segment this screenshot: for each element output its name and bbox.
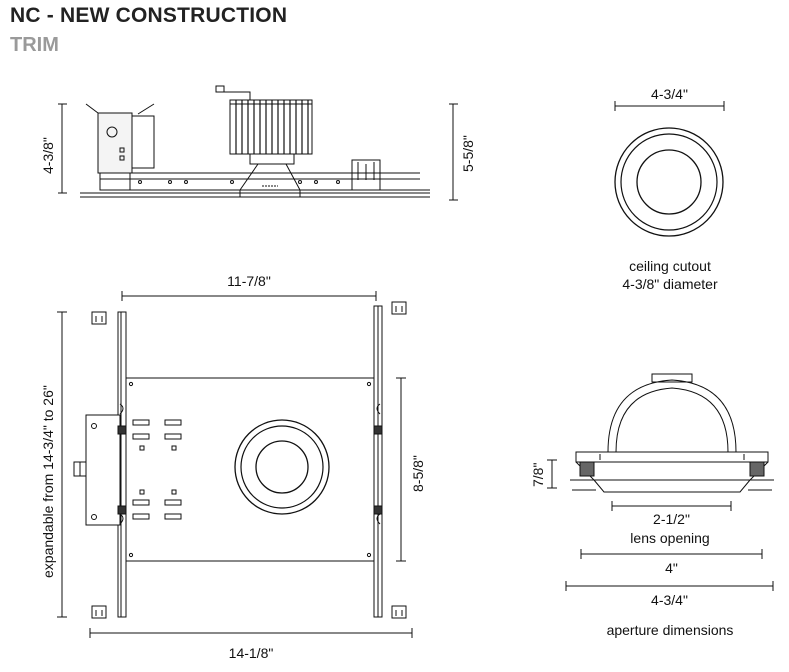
cutout-caption-line1: ceiling cutout <box>629 258 711 274</box>
lens-caption-label: lens opening <box>630 530 710 546</box>
section-height-label: 7/8" <box>530 462 546 487</box>
side-height-left-label: 4-3/8" <box>40 137 56 174</box>
aperture-width-label: 4-3/4" <box>651 592 688 608</box>
plan-view-drawing <box>57 291 413 638</box>
page-subtitle: TRIM <box>10 34 59 56</box>
cutout-view-drawing <box>614 101 725 237</box>
aperture-caption-label: aperture dimensions <box>606 622 734 638</box>
plan-plate-height-label: 8-5/8" <box>410 455 426 492</box>
outer-width-label: 4" <box>665 560 678 576</box>
section-view-drawing <box>547 373 774 591</box>
plan-top-width-label: 11-7/8" <box>227 273 271 289</box>
cutout-width-label: 4-3/4" <box>651 86 688 102</box>
side-height-right-label: 5-5/8" <box>460 135 476 172</box>
cutout-caption-line2: 4-3/8" diameter <box>622 276 718 292</box>
side-view-drawing <box>58 85 458 201</box>
lens-width-label: 2-1/2" <box>653 511 690 527</box>
plan-expandable-label: expandable from 14-3/4" to 26" <box>40 385 56 578</box>
page-title: NC - NEW CONSTRUCTION <box>10 4 288 27</box>
plan-bottom-width-label: 14-1/8" <box>228 645 274 661</box>
